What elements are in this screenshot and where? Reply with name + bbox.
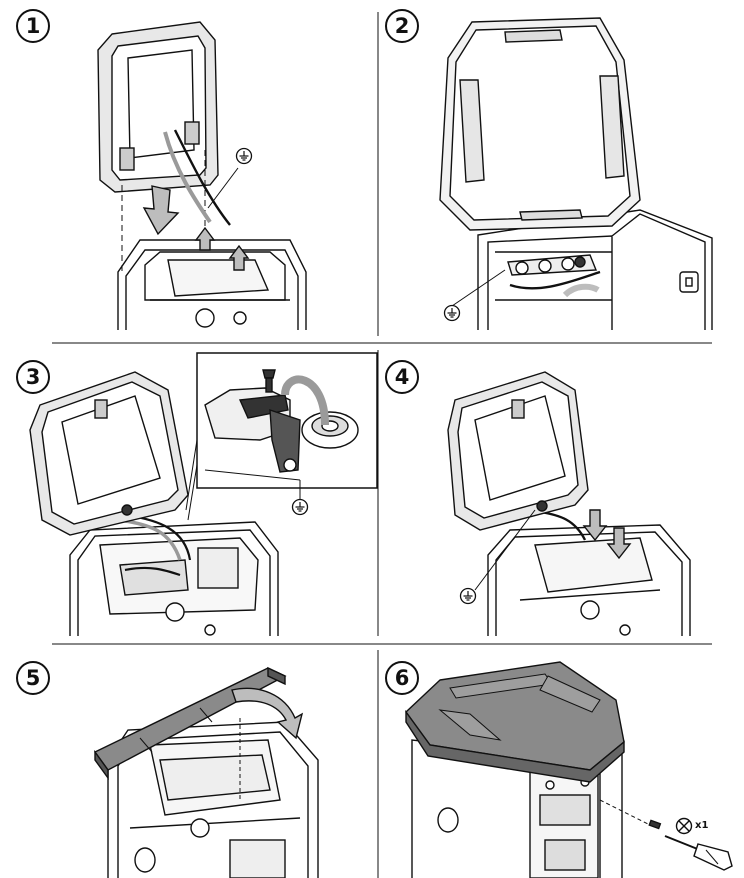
step-4-illustration	[447, 371, 691, 636]
step-number-1: 1	[16, 9, 50, 43]
step-number-2: 2	[385, 9, 419, 43]
step-number-4: 4	[385, 360, 419, 394]
step-6-illustration	[405, 661, 733, 878]
screw-quantity-label: x1	[695, 820, 709, 831]
ground-symbol-icon	[235, 147, 253, 165]
screwdriver-icon	[664, 835, 733, 871]
push-down-arrow-icon	[582, 509, 608, 542]
phillips-head-icon	[675, 817, 693, 835]
step-3-illustration	[29, 352, 378, 636]
ground-symbol-icon	[443, 304, 461, 322]
push-down-arrow-icon	[142, 185, 180, 236]
lift-arrow-icon	[194, 226, 216, 251]
step-number-5: 5	[16, 661, 50, 695]
step-2-illustration	[439, 17, 713, 330]
rotate-arrow-icon	[231, 687, 304, 740]
screw-icon	[648, 819, 662, 830]
step-number-3: 3	[16, 360, 50, 394]
step-1-illustration	[97, 21, 307, 330]
push-down-arrow-icon	[606, 527, 632, 560]
lift-arrow-icon	[228, 244, 250, 271]
step-5-illustration	[93, 666, 319, 878]
screw-icon	[262, 369, 276, 379]
step-number-6: 6	[385, 661, 419, 695]
ground-symbol-icon	[291, 498, 309, 516]
ground-symbol-icon	[459, 587, 477, 605]
